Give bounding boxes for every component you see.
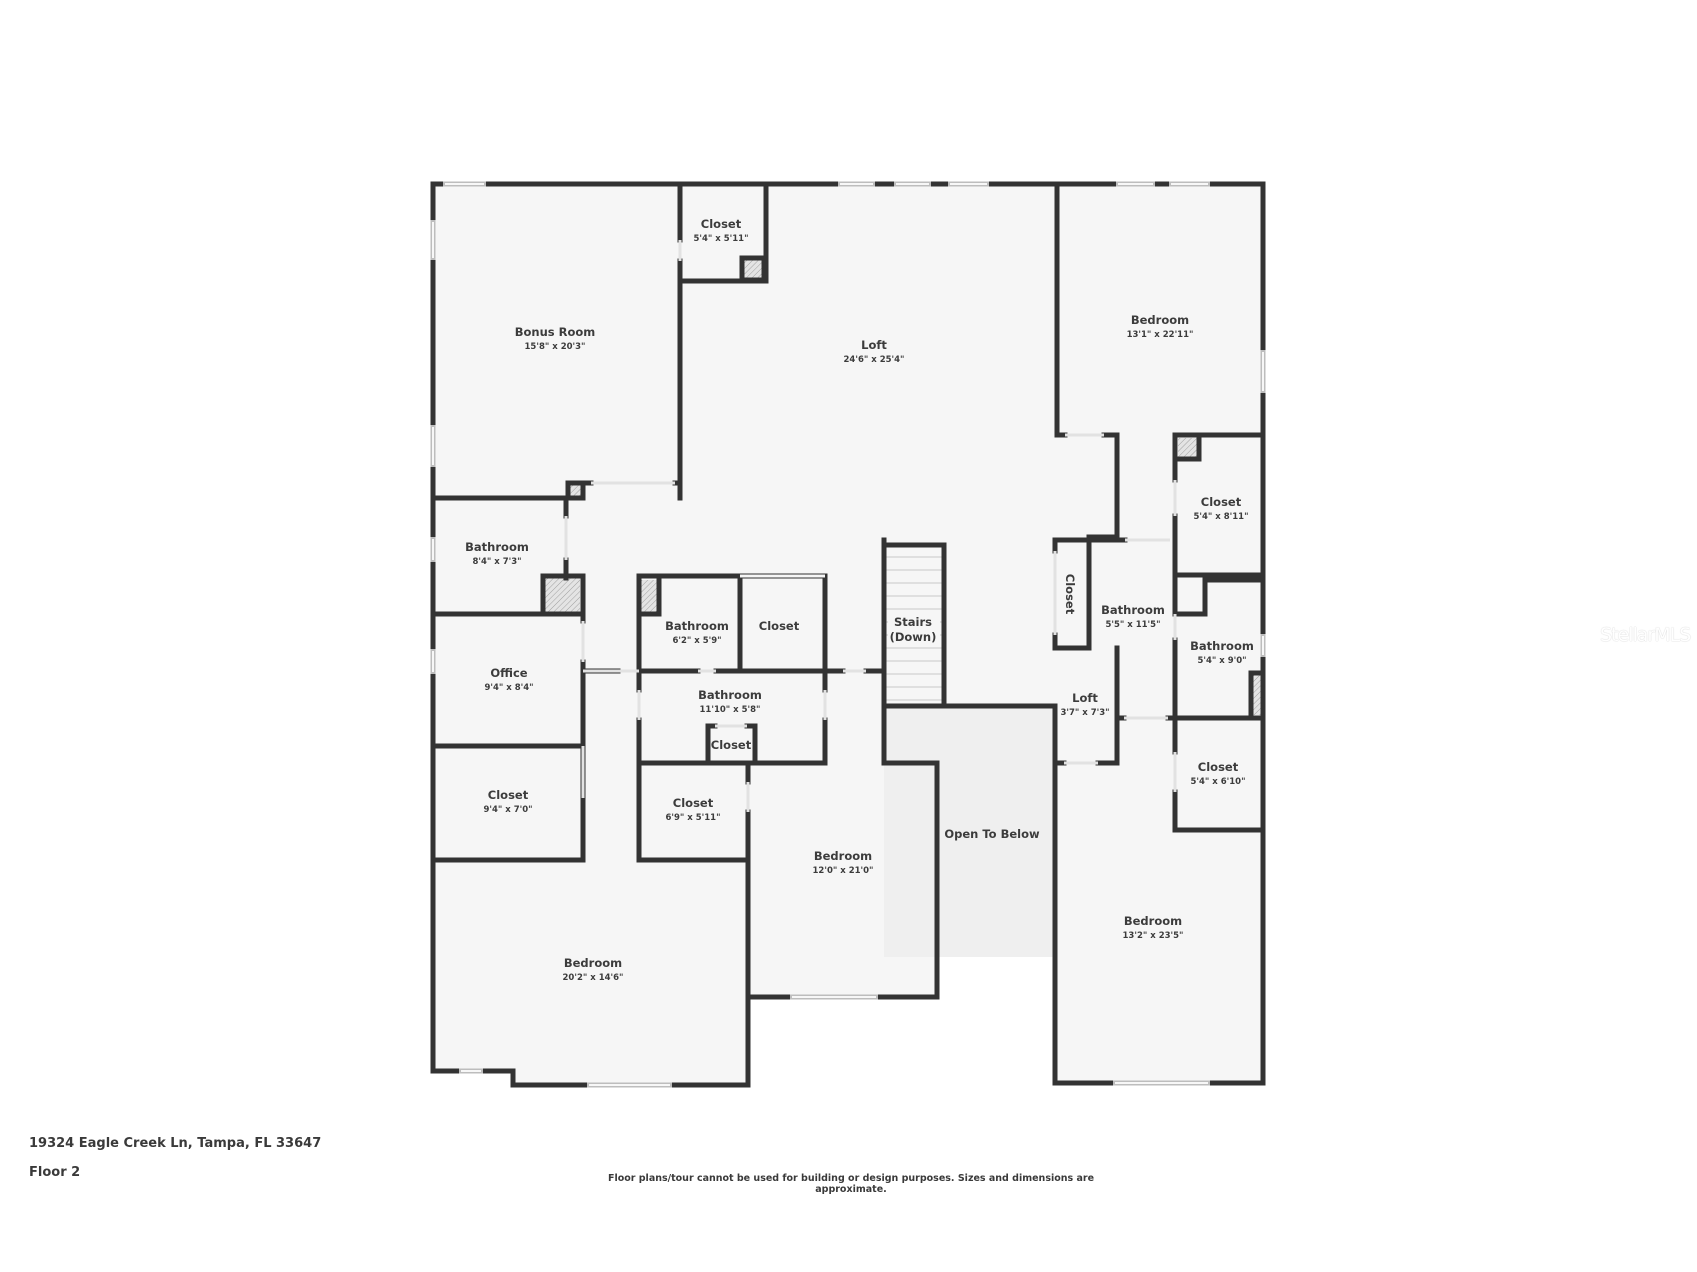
room-dimensions: 20'2" x 14'6"	[563, 973, 624, 983]
room-dimensions: 8'4" x 7'3"	[472, 557, 521, 567]
room-open-to-below: Open To Below	[944, 827, 1040, 841]
property-address: 19324 Eagle Creek Ln, Tampa, FL 33647	[29, 1136, 322, 1151]
room-name: Closet	[488, 788, 529, 802]
room-dimensions: 13'2" x 23'5"	[1123, 931, 1184, 941]
room-name: Closet	[1063, 574, 1077, 615]
room-dimensions: 12'0" x 21'0"	[813, 866, 874, 876]
room-name: Open To Below	[944, 827, 1040, 841]
room-closet-vertical: Closet	[1063, 574, 1077, 615]
room-bathroom-e2: Bathroom 5'4" x 9'0"	[1190, 639, 1254, 666]
room-dimensions: 6'9" x 5'11"	[665, 813, 720, 823]
room-dimensions: 5'4" x 8'11"	[1193, 512, 1248, 522]
room-dimensions: 5'4" x 5'11"	[693, 234, 748, 244]
room-name: Closet	[701, 217, 742, 231]
room-name: Bonus Room	[515, 325, 596, 339]
room-name: Closet	[673, 796, 714, 810]
open-to-below-fill	[884, 706, 1055, 957]
room-loft-main: Loft 24'6" x 25'4"	[844, 338, 905, 365]
room-name: Closet	[711, 738, 752, 752]
room-loft-small: Loft 3'7" x 7'3"	[1060, 691, 1109, 718]
room-subtitle: (Down)	[890, 630, 937, 644]
room-dimensions: 3'7" x 7'3"	[1060, 708, 1109, 718]
room-bedroom-se: Bedroom 13'2" x 23'5"	[1123, 914, 1184, 941]
room-name: Bathroom	[698, 688, 762, 702]
watermark-logo: StellarMLS	[1600, 624, 1691, 646]
room-name: Closet	[1201, 495, 1242, 509]
room-bathroom-e1: Bathroom 5'5" x 11'5"	[1101, 603, 1165, 630]
room-name: Loft	[1072, 691, 1098, 705]
room-dimensions: 15'8" x 20'3"	[525, 342, 586, 352]
room-bathroom-mid: Bathroom 6'2" x 5'9"	[665, 619, 729, 646]
room-name: Bathroom	[665, 619, 729, 633]
room-name: Bedroom	[814, 849, 872, 863]
room-closet-small: Closet	[711, 738, 752, 752]
floor-label: Floor 2	[29, 1165, 81, 1180]
room-name: Bedroom	[1131, 313, 1189, 327]
room-dimensions: 9'4" x 8'4"	[484, 683, 533, 693]
room-name: Bedroom	[1124, 914, 1182, 928]
room-name: Bathroom	[1101, 603, 1165, 617]
room-closet-w2: Closet 9'4" x 7'0"	[483, 788, 532, 815]
room-closet-top: Closet 5'4" x 5'11"	[693, 217, 748, 244]
room-office: Office 9'4" x 8'4"	[484, 666, 533, 693]
room-closet-mid: Closet	[759, 619, 800, 633]
room-name: Loft	[861, 338, 887, 352]
disclaimer-text: Floor plans/tour cannot be used for buil…	[607, 1173, 1095, 1195]
room-dimensions: 11'10" x 5'8"	[700, 705, 761, 715]
room-bathroom-w: Bathroom 8'4" x 7'3"	[465, 540, 529, 567]
room-dimensions: 6'2" x 5'9"	[672, 636, 721, 646]
windows	[430, 181, 1266, 1088]
room-stairs: Stairs (Down)	[888, 613, 940, 647]
room-dimensions: 24'6" x 25'4"	[844, 355, 905, 365]
chase-hatch	[543, 259, 1261, 715]
walls	[430, 181, 1266, 1088]
room-bedroom-c: Bedroom 12'0" x 21'0"	[813, 849, 874, 876]
room-closet-e3: Closet 5'4" x 6'10"	[1190, 760, 1245, 787]
room-name: Bathroom	[465, 540, 529, 554]
room-dimensions: 5'4" x 6'10"	[1190, 777, 1245, 787]
room-closet-ne: Closet 5'4" x 8'11"	[1193, 495, 1248, 522]
room-bonus-room: Bonus Room 15'8" x 20'3"	[515, 325, 596, 352]
room-name: Bathroom	[1190, 639, 1254, 653]
room-closet-c: Closet 6'9" x 5'11"	[665, 796, 720, 823]
room-dimensions: 13'1" x 22'11"	[1127, 330, 1194, 340]
room-dimensions: 9'4" x 7'0"	[483, 805, 532, 815]
room-dimensions: 5'4" x 9'0"	[1197, 656, 1246, 666]
room-dimensions: 5'5" x 11'5"	[1105, 620, 1160, 630]
room-bedroom-sw: Bedroom 20'2" x 14'6"	[563, 956, 624, 983]
door-openings	[564, 240, 1177, 812]
room-name: Closet	[759, 619, 800, 633]
room-name: Office	[490, 666, 527, 680]
room-name: Closet	[1198, 760, 1239, 774]
room-bedroom-ne: Bedroom 13'1" x 22'11"	[1127, 313, 1194, 340]
room-name: Stairs	[894, 615, 932, 629]
room-name: Bedroom	[564, 956, 622, 970]
room-bathroom-long: Bathroom 11'10" x 5'8"	[698, 688, 762, 715]
